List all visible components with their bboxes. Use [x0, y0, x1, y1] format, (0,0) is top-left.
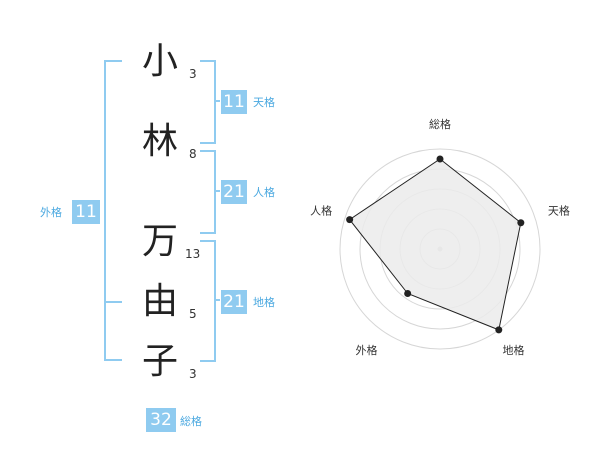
- gaikaku-label: 外格: [40, 206, 62, 219]
- stroke-count-3: 13: [185, 247, 201, 261]
- radar-point-3: [495, 326, 503, 334]
- name-char-5: 子: [141, 341, 178, 382]
- radar-axis-label-2: 天格: [548, 203, 570, 217]
- radar-points: [346, 155, 525, 334]
- chikaku-connector: [214, 299, 220, 301]
- jinkaku-value-badge: 21: [221, 180, 247, 204]
- chikaku-label: 地格: [253, 296, 275, 309]
- chikaku-value-badge: 21: [221, 290, 247, 314]
- jinkaku-bracket: [200, 150, 216, 234]
- stroke-count-2: 8: [189, 147, 197, 161]
- radar-point-4: [404, 289, 412, 297]
- radar-data-polygon: [348, 158, 522, 331]
- stroke-count-5: 3: [189, 367, 197, 381]
- name-char-4: 由: [141, 281, 178, 322]
- tenkaku-label: 天格: [253, 96, 275, 109]
- radar-axis-label-4: 外格: [356, 343, 378, 357]
- chikaku-bracket: [200, 240, 216, 362]
- name-char-1: 小: [141, 41, 178, 82]
- tenkaku-value-badge: 11: [221, 90, 247, 114]
- jinkaku-connector: [214, 190, 220, 192]
- soukaku-label: 総格: [180, 415, 202, 428]
- radar-axis-label-1: 総格: [429, 117, 451, 131]
- tenkaku-bracket: [200, 60, 216, 144]
- radar-point-2: [517, 219, 525, 227]
- stroke-count-4: 5: [189, 307, 197, 321]
- radar-axis-label-3: 地格: [503, 343, 525, 357]
- gaikaku-value-badge: 11: [72, 200, 100, 224]
- stroke-count-1: 3: [189, 67, 197, 81]
- radar-point-5: [346, 216, 354, 224]
- name-char-3: 万: [141, 221, 178, 262]
- radar-point-1: [436, 155, 444, 163]
- jinkaku-label: 人格: [253, 186, 275, 199]
- tenkaku-connector: [214, 100, 220, 102]
- gaikaku-bracket-bottom: [104, 299, 122, 361]
- gaikaku-bracket-top: [104, 60, 122, 303]
- radar-axis-label-5: 人格: [310, 203, 332, 217]
- soukaku-value-badge: 32: [146, 408, 176, 432]
- name-char-2: 林: [141, 121, 178, 162]
- radar-ring-5: [339, 148, 541, 350]
